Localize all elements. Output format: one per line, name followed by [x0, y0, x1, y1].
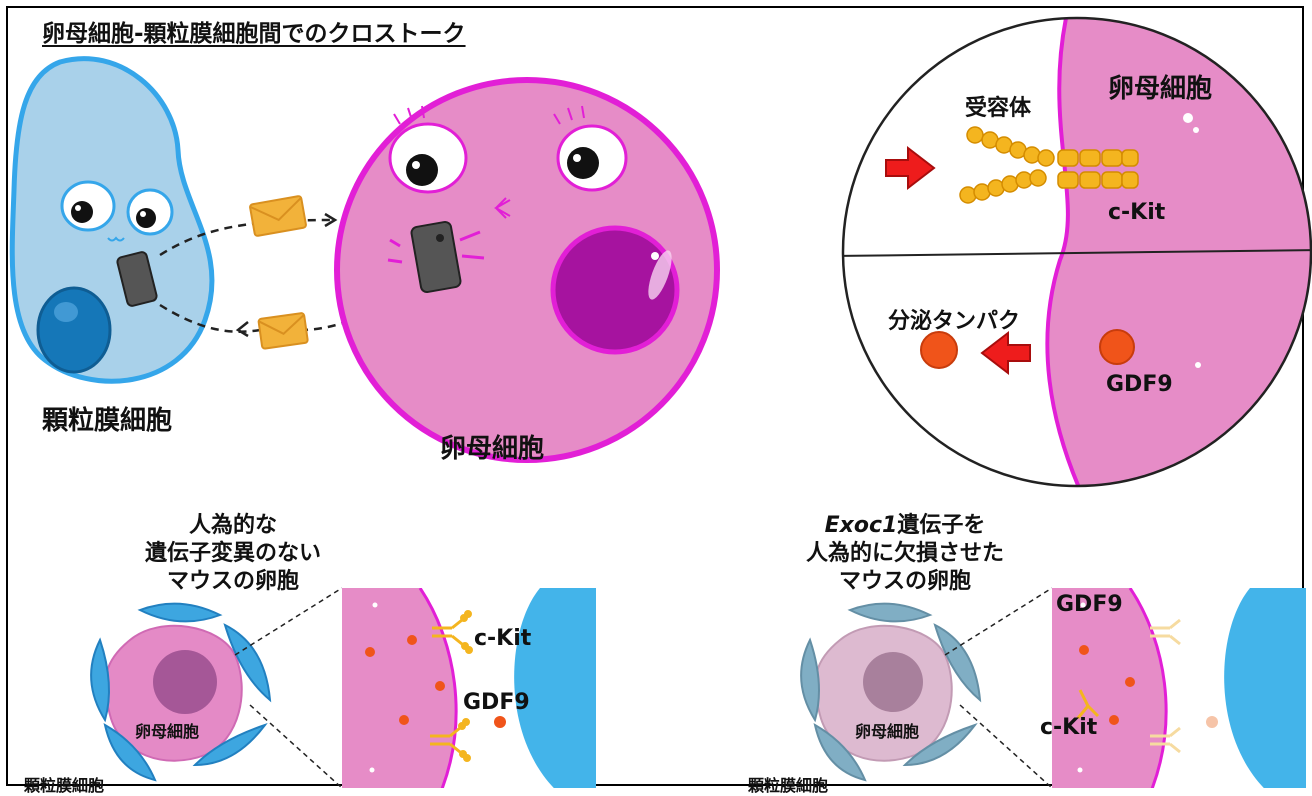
zoom-oocyte-label: 卵母細胞 — [1108, 74, 1213, 104]
red-arrow-icon — [980, 330, 1031, 376]
gene-name: Exoc1 — [824, 513, 898, 538]
normal-follicle — [90, 602, 272, 782]
envelope-icon — [257, 312, 309, 350]
envelope-icon — [249, 195, 307, 237]
normal-zoom-panel — [342, 588, 596, 788]
zoom-circle — [841, 16, 1312, 488]
granulosa-label: 顆粒膜細胞 — [42, 406, 173, 436]
oocyte-character — [334, 77, 720, 463]
normal-ckit-label: c-Kit — [474, 626, 532, 651]
knockout-caption-line: マウスの卵胞 — [838, 569, 971, 594]
figure-frame — [6, 6, 1304, 786]
ckit-receptor — [959, 126, 1139, 204]
normal-caption: 人為的な 遺伝子変異のない マウスの卵胞 — [88, 512, 378, 596]
knockout-zoom-panel — [1052, 588, 1306, 788]
knockout-gdf9-label: GDF9 — [1056, 592, 1123, 617]
oocyte-label: 卵母細胞 — [440, 434, 545, 464]
ckit-label: c-Kit — [1108, 200, 1166, 225]
figure-title: 卵母細胞-顆粒膜細胞間でのクロストーク — [42, 21, 466, 47]
normal-granulosa-label: 顆粒膜細胞 — [24, 776, 105, 795]
normal-caption-line: 人為的な — [188, 513, 277, 538]
normal-oocyte-label: 卵母細胞 — [135, 722, 200, 741]
secreted-protein-label: 分泌タンパク — [888, 309, 1021, 334]
receptor-label: 受容体 — [965, 96, 1032, 121]
knockout-oocyte-label: 卵母細胞 — [855, 722, 920, 741]
gdf9-protein — [920, 331, 958, 369]
red-arrow-icon — [885, 145, 936, 191]
gdf9-label: GDF9 — [1106, 372, 1173, 397]
gdf9-protein — [1099, 329, 1135, 365]
granulosa-cell-character — [9, 56, 215, 384]
knockout-caption-line: 遺伝子を — [897, 513, 986, 538]
normal-caption-line: 遺伝子変異のない — [144, 541, 321, 566]
knockout-caption-line: 人為的に欠損させた — [805, 541, 1004, 566]
knockout-ckit-label: c-Kit — [1040, 715, 1098, 740]
normal-caption-line: マウスの卵胞 — [166, 569, 299, 594]
knockout-caption: Exoc1遺伝子を 人為的に欠損させた マウスの卵胞 — [760, 512, 1050, 596]
knockout-granulosa-label: 顆粒膜細胞 — [748, 776, 829, 795]
knockout-follicle — [800, 602, 982, 782]
normal-gdf9-label: GDF9 — [463, 690, 530, 715]
